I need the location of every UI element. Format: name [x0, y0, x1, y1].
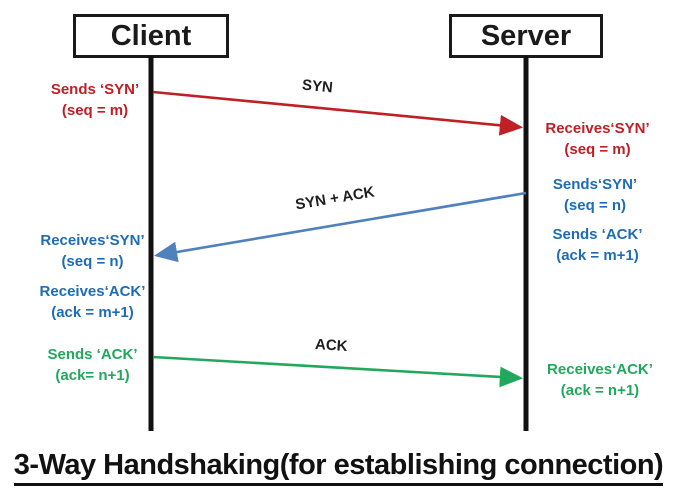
- server-receives-syn-note: Receives‘SYN’ (seq = m): [545, 120, 650, 158]
- client-sends-ack-note: Sends ‘ACK’ (ack= n+1): [47, 346, 138, 384]
- syn-ack-arrow: [153, 191, 527, 263]
- client-receives-ack-note: Receives‘ACK’ (ack = m+1): [39, 283, 146, 321]
- server-label: Server: [480, 19, 572, 52]
- client-sends-syn-note: Sends ‘SYN’ (seq = m): [50, 81, 140, 119]
- client-actor-box: Client: [73, 14, 229, 58]
- ack-message-label: ACK: [314, 336, 348, 355]
- diagram-title: 3-Way Handshaking(for establishing conne…: [0, 449, 677, 486]
- syn-arrow: [152, 90, 524, 136]
- syn-message-label: SYN: [301, 76, 334, 97]
- ack-arrow: [152, 355, 524, 388]
- server-sends-ack-note: Sends ‘ACK’ (ack = m+1): [552, 226, 643, 264]
- server-receives-ack-note: Receives‘ACK’ (ack = n+1): [547, 361, 653, 399]
- server-sends-syn-note: Sends‘SYN’ (seq = n): [552, 176, 638, 214]
- client-receives-syn-note: Receives‘SYN’ (seq = n): [40, 232, 145, 270]
- client-label: Client: [110, 19, 192, 52]
